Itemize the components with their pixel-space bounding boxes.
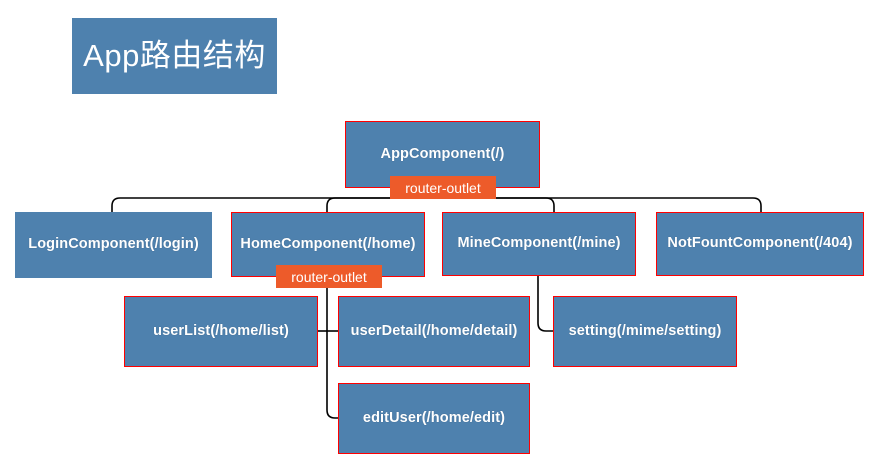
node-label: MineComponent(/mine) (457, 235, 621, 252)
node-label: userList(/home/list) (153, 322, 289, 339)
diagram-title-box: App路由结构 (72, 18, 277, 94)
node-user-list[interactable]: userList(/home/list) (124, 296, 318, 367)
router-outlet-badge: router-outlet (390, 176, 496, 199)
node-home-component[interactable]: HomeComponent(/home) router-outlet (231, 212, 425, 288)
node-mine-component[interactable]: MineComponent(/mine) (442, 212, 636, 276)
node-label: editUser(/home/edit) (362, 409, 506, 426)
node-label: LoginComponent(/login) (28, 236, 199, 253)
node-app-component[interactable]: AppComponent(/) router-outlet (345, 121, 540, 199)
edge-app-to-mine (443, 197, 555, 212)
node-label: NotFountComponent(/404) (667, 235, 853, 252)
node-user-detail[interactable]: userDetail(/home/detail) (338, 296, 530, 367)
router-outlet-badge: router-outlet (276, 265, 382, 288)
node-label: AppComponent(/) (380, 145, 505, 162)
edge-app-to-login (111, 197, 443, 212)
page-title: App路由结构 (83, 37, 266, 73)
edge-app-to-home (326, 197, 443, 212)
edge-mine-to-setting (537, 276, 553, 332)
node-setting[interactable]: setting(/mime/setting) (553, 296, 737, 367)
node-label: HomeComponent(/home) (240, 235, 416, 252)
node-edit-user[interactable]: editUser(/home/edit) (338, 383, 530, 454)
node-notfound-component[interactable]: NotFountComponent(/404) (656, 212, 864, 276)
node-label: setting(/mime/setting) (568, 322, 722, 339)
node-login-component[interactable]: LoginComponent(/login) (15, 212, 212, 278)
edge-home-to-edituser (326, 331, 338, 419)
node-label: userDetail(/home/detail) (350, 322, 518, 339)
edge-app-to-notfound (443, 197, 762, 212)
